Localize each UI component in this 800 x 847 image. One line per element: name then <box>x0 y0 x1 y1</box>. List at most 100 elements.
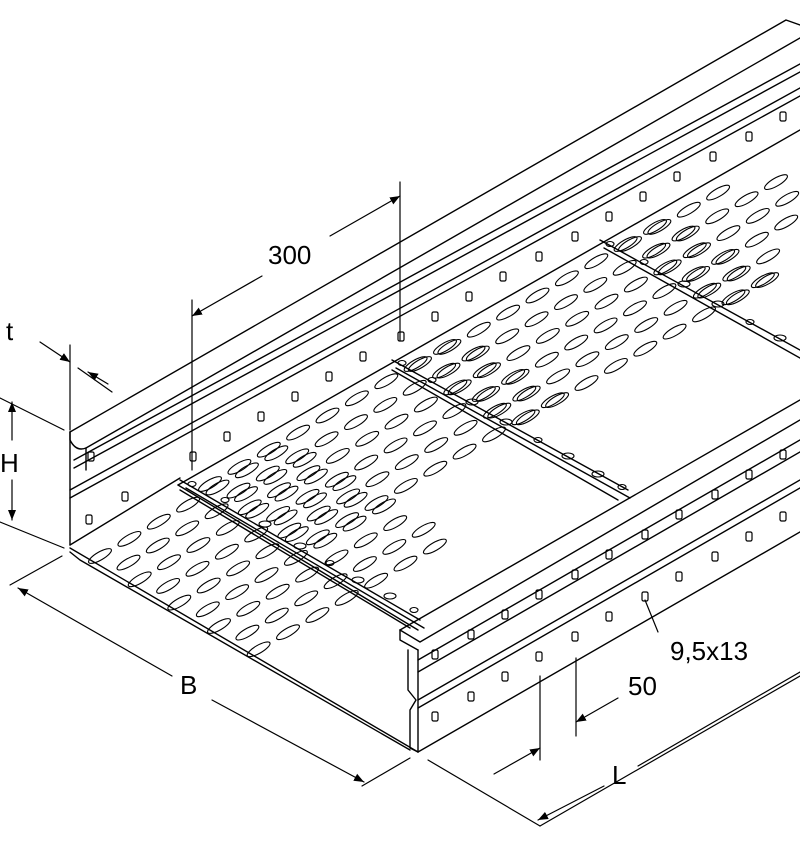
perforation-slot <box>314 431 339 448</box>
perforation-slot <box>186 537 211 553</box>
perforation-slot <box>564 334 589 351</box>
perforation-slot <box>734 191 759 208</box>
perforation-slot <box>437 338 462 355</box>
width-label: B <box>180 670 198 700</box>
perforation-slot <box>604 334 629 351</box>
perforation-slot <box>274 485 299 502</box>
perforation-slot <box>325 447 350 464</box>
perforation-slot <box>277 522 302 539</box>
perforation-slot <box>487 402 512 419</box>
dimension-lines <box>0 181 800 827</box>
perforation-slot <box>618 236 642 252</box>
perforation-slot <box>706 184 731 201</box>
perforation-slot <box>676 201 701 218</box>
perforation-slot <box>565 310 590 327</box>
perforation-slot <box>127 571 152 588</box>
perforation-slot <box>305 607 330 623</box>
perforation-slot <box>436 362 461 379</box>
length-label: L <box>612 760 627 790</box>
perforation-slot <box>466 321 491 338</box>
perforation-slot <box>255 543 280 560</box>
perforation-slot <box>515 409 540 426</box>
perforation-slot <box>185 560 210 577</box>
perforation-slot <box>682 242 707 259</box>
perforation-slot <box>447 379 472 396</box>
perforation-slot <box>324 549 349 566</box>
perforation-slot <box>383 437 408 454</box>
perforation-slot <box>176 496 201 513</box>
perforation-slot <box>234 486 258 503</box>
perforation-slot <box>313 532 338 549</box>
perforation-slot <box>273 509 298 526</box>
perforation-slot <box>647 218 672 235</box>
perforation-slot <box>146 513 171 530</box>
perforation-slot <box>443 379 468 396</box>
perforation-slot <box>264 445 289 462</box>
perforation-slot <box>175 520 200 537</box>
perforation-slot <box>671 225 696 242</box>
perforation-slot <box>284 526 309 543</box>
perforation-slot <box>583 276 608 293</box>
perforation-slot <box>353 532 378 549</box>
perforation-slot <box>554 270 579 287</box>
perforation-slot <box>692 306 716 323</box>
perforation-slot <box>384 413 409 430</box>
perforation-slot <box>226 482 251 499</box>
perforation-slot <box>613 236 638 252</box>
perforation-slot <box>422 538 447 555</box>
perforation-slot <box>157 554 181 571</box>
perforation-slot <box>433 338 457 355</box>
perforation-slot <box>117 530 142 547</box>
perforation-slot <box>612 259 637 276</box>
perforation-slot <box>692 282 717 299</box>
perforation-slot <box>255 465 280 482</box>
perforation-slot <box>657 259 682 276</box>
perforation-slot <box>256 441 281 458</box>
front-wall-slots <box>431 449 787 722</box>
perforation-slot <box>744 231 769 248</box>
perforation-slot <box>575 351 600 368</box>
perforation-slot <box>755 272 780 289</box>
perforation-slot <box>303 468 328 485</box>
perforation-slot <box>306 505 331 522</box>
perforation-slot <box>525 287 550 304</box>
perforation-slot <box>226 560 251 577</box>
perforation-slot <box>354 454 379 471</box>
tray-floor <box>69 484 419 753</box>
perforation-slot <box>496 304 521 321</box>
perforation-slot <box>554 294 578 311</box>
perforation-slot <box>265 583 290 600</box>
perforation-slot <box>373 396 398 413</box>
perforation-slot <box>465 345 490 362</box>
cross-rung <box>599 239 800 359</box>
perforation-slot <box>697 282 722 299</box>
perforation-slot <box>687 242 711 259</box>
perforation-slot <box>264 607 289 624</box>
perforation-slot <box>750 272 775 289</box>
perforation-slot <box>461 345 486 362</box>
perforation-slot <box>246 641 271 658</box>
perforation-slot <box>745 207 770 224</box>
perforation-slot <box>303 492 327 509</box>
perforation-slot <box>722 265 747 282</box>
perforation-slot <box>344 390 369 407</box>
perforation-slot <box>452 443 477 460</box>
perforation-slot <box>726 265 751 282</box>
perforation-slot <box>472 362 497 379</box>
hole-size-label: 9,5x13 <box>670 636 749 666</box>
perforation-slot <box>292 451 317 468</box>
perforation-slot <box>662 323 687 340</box>
perforation-slot <box>623 300 647 317</box>
perforation-slot <box>413 396 438 413</box>
perforation-slot <box>633 340 658 357</box>
perforation-slot <box>774 214 799 231</box>
perforation-slot <box>196 577 221 594</box>
back-side-wall <box>69 19 800 546</box>
perforation-slot <box>343 491 368 508</box>
perforation-slot <box>546 368 571 385</box>
perforation-slot <box>355 430 380 447</box>
perforation-slot <box>686 265 711 282</box>
perforation-slot <box>295 488 320 505</box>
perforation-slot <box>594 293 619 310</box>
